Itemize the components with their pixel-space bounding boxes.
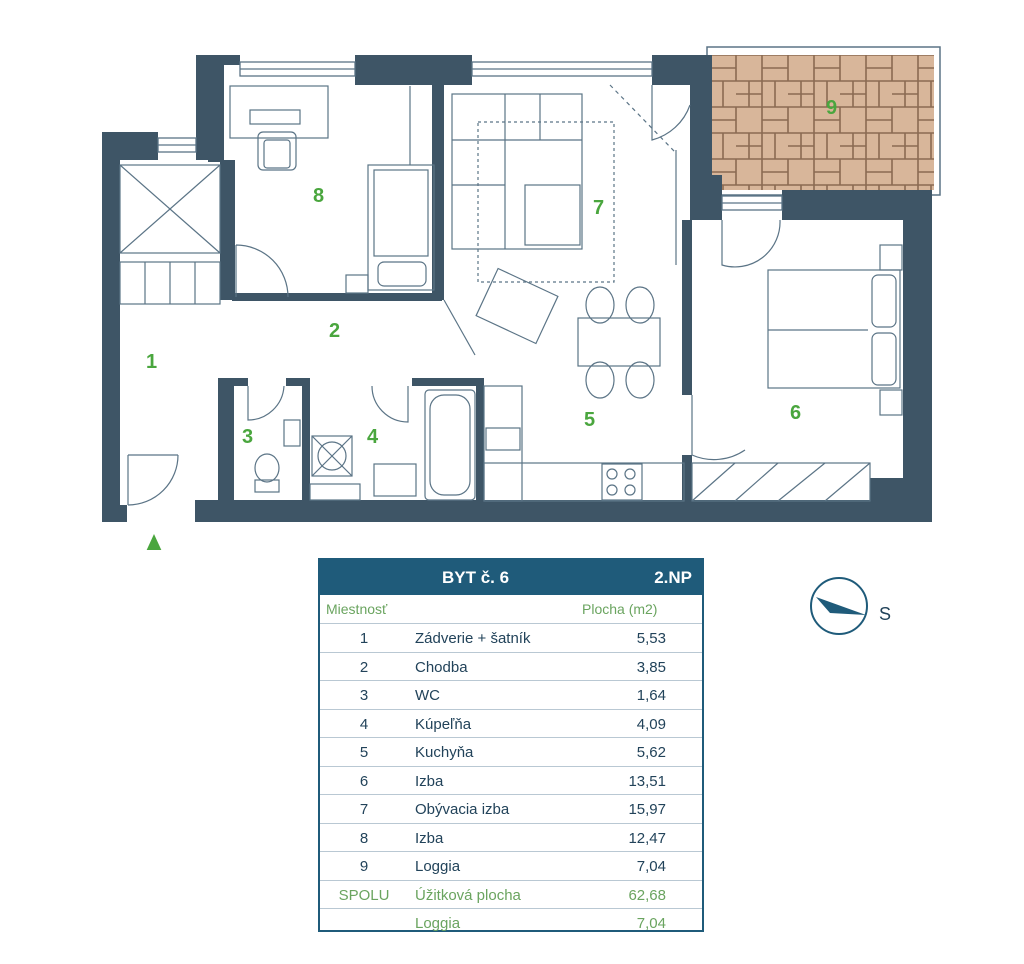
room-number-7: 7 xyxy=(593,197,604,219)
room-name-cell: Chodba xyxy=(415,658,468,676)
floor-label: 2.NP xyxy=(654,568,692,587)
room-name-cell: Izba xyxy=(415,829,444,847)
column-area: Plocha (m2) xyxy=(582,601,658,617)
room-area-cell: 7,04 xyxy=(636,915,666,932)
room-number-cell: 7 xyxy=(359,801,369,818)
room-number-cell: 4 xyxy=(359,715,369,733)
room-number-cell: 1 xyxy=(359,630,369,647)
room-name-cell: Zádverie + šatník xyxy=(415,630,531,647)
room-name-cell: Obývacia izba xyxy=(415,801,510,818)
room-number-cell: 2 xyxy=(359,658,369,676)
doors xyxy=(127,84,781,506)
legend-row: 5 Kuchyňa 5,62 xyxy=(320,738,702,767)
windows xyxy=(157,61,783,211)
legend-row: 7 Obývacia izba 15,97 xyxy=(320,795,702,824)
room-number-6: 6 xyxy=(790,402,801,424)
room-area-cell: 15,97 xyxy=(628,801,666,818)
furniture xyxy=(119,85,903,502)
room-number-4: 4 xyxy=(367,426,379,448)
legend-row: SPOLU Úžitková plocha 62,68 xyxy=(320,881,702,909)
legend-row: 8 Izba 12,47 xyxy=(320,824,702,852)
room-area-cell: 13,51 xyxy=(628,772,666,790)
room-name-cell: Loggia xyxy=(415,858,461,875)
legend-row: 1 Zádverie + šatník 5,53 xyxy=(320,624,702,653)
room-area-cell: 12,47 xyxy=(628,829,666,847)
room-name-cell: Úžitková plocha xyxy=(415,886,521,904)
room-area-cell: 5,53 xyxy=(636,630,666,647)
legend-row: 9 Loggia 7,04 xyxy=(320,852,702,881)
room-number-cell: 9 xyxy=(359,858,369,875)
room-name-cell: Loggia xyxy=(415,915,461,932)
apartment-title: BYT č. 6 xyxy=(442,568,510,587)
room-name-cell: WC xyxy=(415,687,440,704)
room-area-cell: 5,62 xyxy=(636,744,666,761)
room-legend-table: BYT č. 6 2.NP Miestnosť Plocha (m2) 1 Zád… xyxy=(318,558,704,932)
interior-walls xyxy=(208,85,692,505)
room-number-cell: 6 xyxy=(359,772,369,790)
legend-row: 3 WC 1,64 xyxy=(320,681,702,710)
room-number-8: 8 xyxy=(313,185,324,207)
room-number-cell: 3 xyxy=(359,687,369,704)
entrance-arrow-icon xyxy=(146,534,162,550)
room-name-cell: Kuchyňa xyxy=(415,744,474,761)
room-name-cell: Izba xyxy=(415,772,444,790)
room-area-cell: 62,68 xyxy=(628,886,666,904)
room-area-cell: 4,09 xyxy=(636,715,666,733)
room-number-9: 9 xyxy=(826,97,837,119)
room-area-cell: 7,04 xyxy=(636,858,666,875)
room-area-cell: 3,85 xyxy=(636,658,666,676)
loggia-floor xyxy=(712,55,934,190)
room-number-cell: 5 xyxy=(359,744,369,761)
room-number-2: 2 xyxy=(329,320,340,342)
floor-plan: 1 2 3 4 5 6 7 8 9 xyxy=(102,46,941,550)
legend-row: 4 Kúpeľňa 4,09 xyxy=(320,710,702,738)
north-compass-icon xyxy=(810,577,868,635)
legend-header: BYT č. 6 2.NP xyxy=(320,560,702,595)
legend-row: 2 Chodba 3,85 xyxy=(320,653,702,681)
legend-column-headers: Miestnosť Plocha (m2) xyxy=(320,595,702,624)
outer-walls xyxy=(102,55,932,522)
room-number-1: 1 xyxy=(146,351,157,373)
compass-label: S xyxy=(879,604,892,624)
legend-row: Loggia 7,04 xyxy=(320,909,702,938)
room-area-cell: 1,64 xyxy=(636,687,666,704)
room-number-5: 5 xyxy=(584,409,595,431)
room-number-3: 3 xyxy=(242,426,253,448)
room-number-cell: 8 xyxy=(359,829,369,847)
legend-row: 6 Izba 13,51 xyxy=(320,767,702,795)
column-room: Miestnosť xyxy=(326,601,388,617)
room-name-cell: Kúpeľňa xyxy=(415,715,472,733)
room-number-cell: SPOLU xyxy=(338,886,390,904)
